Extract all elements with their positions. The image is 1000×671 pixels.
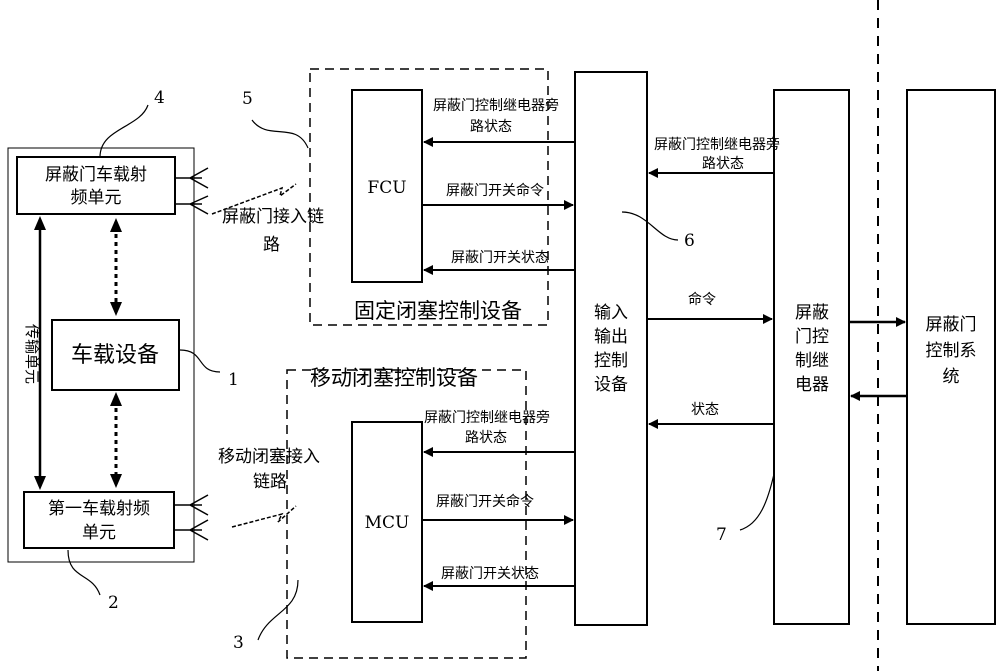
leader-line-6 [621,211,679,241]
psd-access-link-label-2: 路 [263,235,280,255]
lightning-icon [211,183,297,215]
leader-line-3 [257,579,299,641]
arrow-down-icon [110,474,122,488]
psd-relay-label-1: 屏蔽 [795,303,829,323]
command-label: 命令 [688,291,716,308]
psd-system-label-1: 屏蔽门 [926,315,977,335]
status-mcu-label: 屏蔽门开关状态 [441,566,539,582]
ref-2: 2 [108,593,119,613]
vehicle-equipment-box [51,319,180,391]
mobile-access-link-label-2: 链路 [253,472,287,492]
first-rf-unit-label-2: 单元 [82,523,116,543]
arrow-down-icon [34,476,46,490]
leader-line-1 [179,349,221,373]
bypass-relay-label-2: 路状态 [702,156,744,172]
ref-1: 1 [228,370,239,390]
arrow-up-icon [110,392,122,406]
io-device-label-4: 设备 [594,375,628,395]
vehicle-equipment-label: 车载设备 [71,343,159,368]
arrow-up-icon [110,218,122,232]
psd-relay-label-4: 电器 [795,375,829,395]
fixed-block-control-frame [309,68,549,326]
lightning-icon [231,505,297,528]
leader-line-5 [251,119,309,149]
status-label: 状态 [691,402,719,418]
ref-3: 3 [233,633,244,653]
bypass-fcu-label-1: 屏蔽门控制继电器旁 [433,97,559,114]
psd-rf-unit-label-2: 频单元 [71,188,122,208]
antenna-icon [175,167,209,215]
arrow-down-icon [110,302,122,316]
cmd-fcu-label: 屏蔽门开关命令 [446,182,544,199]
mcu-label: MCU [365,513,410,533]
bypass-fcu-label-2: 路状态 [470,119,512,135]
psd-system-label-3: 统 [943,367,960,387]
psd-control-relay-box [773,89,850,625]
first-rf-unit-label-1: 第一车载射频 [48,499,150,519]
leader-line-7 [739,473,775,531]
psd-relay-label-2: 门控 [795,327,829,347]
psd-control-system-box [906,89,996,625]
fcu-label: FCU [367,178,406,198]
io-device-label-1: 输入 [594,303,628,323]
fcu-box [351,89,423,283]
transmission-unit-label: 传输单元 [23,324,41,384]
antenna-icon [174,494,209,541]
fixed-block-control-label: 固定闭塞控制设备 [354,299,522,323]
leader-line-2 [67,549,101,596]
ref-6: 6 [684,231,695,251]
psd-access-link-label-1: 屏蔽门接入链 [222,207,324,227]
bypass-relay-label-1: 屏蔽门控制继电器旁 [654,136,780,153]
bypass-mcu-label-2: 路状态 [465,430,507,446]
status-fcu-label: 屏蔽门开关状态 [451,250,549,266]
mcu-box [351,421,423,623]
mobile-block-control-frame [286,369,527,659]
leader-line-4 [99,104,149,158]
ref-4: 4 [154,88,165,108]
first-rf-unit-box [23,491,175,549]
bypass-mcu-label-1: 屏蔽门控制继电器旁 [424,409,550,426]
psd-rf-unit-label-1: 屏蔽门车载射 [45,165,147,185]
mobile-access-link-label-1: 移动闭塞接入 [218,447,320,467]
psd-relay-label-3: 制继 [795,351,829,371]
ref-7: 7 [716,525,727,545]
psd-system-label-2: 控制系 [926,341,977,361]
mobile-block-control-label: 移动闭塞控制设备 [310,366,478,390]
psd-rf-unit-box [16,156,176,215]
arrow-up-icon [34,216,46,230]
io-device-label-2: 输出 [594,327,628,347]
io-device-label-3: 控制 [594,351,628,371]
ref-5: 5 [242,89,253,109]
cmd-mcu-label: 屏蔽门开关命令 [436,493,534,510]
io-control-device-box [574,71,648,626]
